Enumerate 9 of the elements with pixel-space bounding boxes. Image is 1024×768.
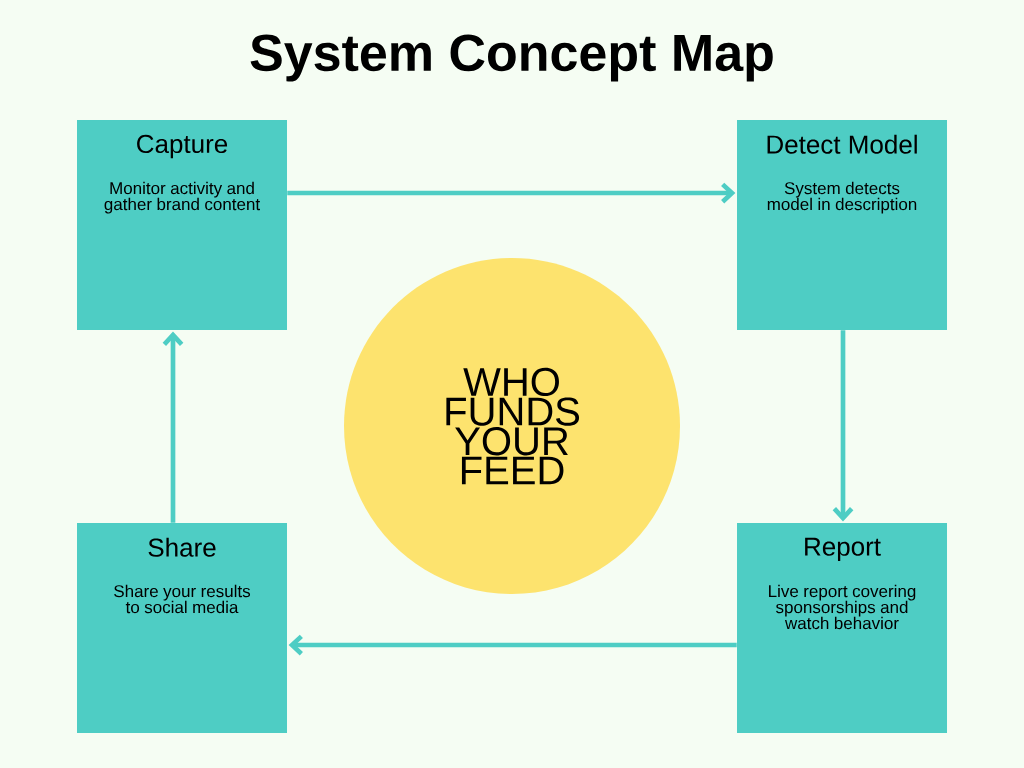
concept-box: Capture Monitor activity and gather brand content — [77, 120, 287, 330]
arrow — [288, 634, 737, 656]
concept-box: Detect Model System detects model in description — [737, 120, 947, 330]
concept-box: Report Live report covering sponsorships and watch behavior — [737, 523, 947, 733]
title: System Concept Map — [250, 34, 773, 82]
arrow — [287, 182, 736, 204]
arrow — [832, 330, 854, 522]
arrow — [162, 331, 184, 523]
concept-box: Share Share your results to social media — [77, 523, 287, 733]
